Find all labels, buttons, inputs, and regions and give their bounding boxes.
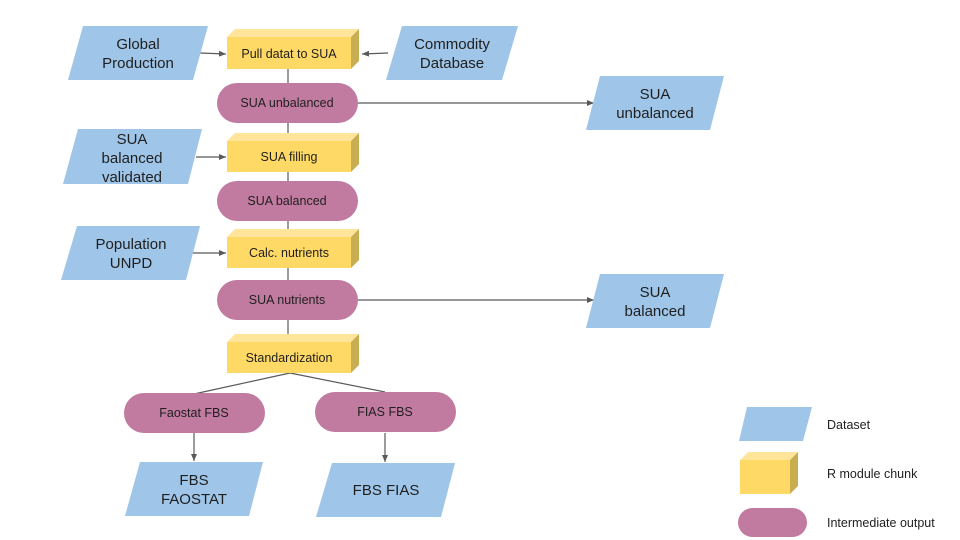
dataset-label: validated [102, 169, 162, 186]
dataset-population-unpd[interactable]: Population UNPD [61, 226, 200, 280]
module-label: Standardization [246, 351, 333, 365]
module-pull-data[interactable] [227, 29, 359, 69]
output-faostat-fbs[interactable]: Faostat FBS [124, 393, 265, 433]
legend-dataset-swatch [739, 407, 812, 441]
dataset-label: SUA [640, 86, 671, 103]
dataset-global-production[interactable]: Global Production [68, 26, 208, 80]
dataset-label: FBS FIAS [353, 482, 420, 499]
output-label: SUA unbalanced [240, 96, 333, 110]
box-front-face [227, 37, 351, 69]
dataset-label: SUA [117, 131, 148, 148]
dataset-label: Commodity [414, 36, 490, 53]
output-fias-fbs[interactable]: FIAS FBS [315, 392, 456, 432]
box-side-face [790, 452, 798, 494]
legend-dataset-label: Dataset [827, 418, 871, 432]
box-top-face [227, 133, 359, 141]
dataset-label: Population [96, 236, 167, 253]
dataset-label: UNPD [110, 255, 153, 272]
dataset-label: Database [420, 55, 484, 72]
legend-output: Intermediate output [738, 508, 935, 537]
box-front-face [227, 237, 351, 268]
dataset-sua-balanced-output[interactable]: SUA balanced [586, 274, 724, 328]
output-sua-unbalanced[interactable]: SUA unbalanced [217, 83, 358, 123]
edges [191, 50, 594, 462]
dataset-label: balanced [102, 150, 163, 167]
dataset-label: Production [102, 55, 174, 72]
dataset-fbs-faostat[interactable]: FBS FAOSTAT [125, 462, 263, 516]
legend-dataset: Dataset [739, 407, 871, 441]
output-label: Faostat FBS [159, 406, 228, 420]
output-sua-nutrients[interactable]: SUA nutrients [217, 280, 358, 320]
dataset-fbs-fias[interactable]: FBS FIAS [316, 463, 455, 517]
dataset-label: FAOSTAT [161, 491, 227, 508]
dataset-label: unbalanced [616, 105, 694, 122]
box-front-face [227, 342, 351, 373]
box-top-face [740, 452, 798, 460]
module-label: Calc. nutrients [249, 246, 329, 260]
output-label: SUA nutrients [249, 293, 325, 307]
module-standardization[interactable] [227, 334, 359, 373]
module-calc-nutrients[interactable] [227, 229, 359, 268]
legend-output-label: Intermediate output [827, 516, 935, 530]
dataset-sua-unbalanced-output[interactable]: SUA unbalanced [586, 76, 724, 130]
box-side-face [351, 29, 359, 69]
edge-std-to-fias [289, 372, 386, 393]
output-label: FIAS FBS [357, 405, 413, 419]
dataset-label: Global [116, 36, 159, 53]
dataset-label: balanced [625, 303, 686, 320]
box-front-face [227, 141, 351, 172]
box-top-face [227, 29, 359, 37]
output-sua-balanced[interactable]: SUA balanced [217, 181, 358, 221]
edge-commodity-to-pull [361, 50, 389, 57]
edge-global-to-pull [199, 50, 227, 57]
legend-module-swatch [740, 452, 798, 494]
box-side-face [351, 229, 359, 268]
box-top-face [227, 229, 359, 237]
legend-output-swatch [738, 508, 807, 537]
module-label: Pull datat to SUA [241, 47, 337, 61]
module-label: SUA filling [261, 150, 318, 164]
dataset-label: FBS [179, 472, 208, 489]
legend: Dataset R module chunk Intermediate outp… [738, 407, 935, 537]
box-front-face [740, 460, 790, 494]
dataset-label: SUA [640, 284, 671, 301]
legend-module-label: R module chunk [827, 467, 918, 481]
output-label: SUA balanced [247, 194, 326, 208]
box-top-face [227, 334, 359, 342]
edge-std-to-faostat [193, 372, 291, 395]
module-sua-filling[interactable] [227, 133, 359, 172]
dataset-commodity-database[interactable]: Commodity Database [386, 26, 518, 80]
box-side-face [351, 334, 359, 373]
box-side-face [351, 133, 359, 172]
dataset-sua-balanced-validated[interactable]: SUA balanced validated [63, 129, 202, 186]
